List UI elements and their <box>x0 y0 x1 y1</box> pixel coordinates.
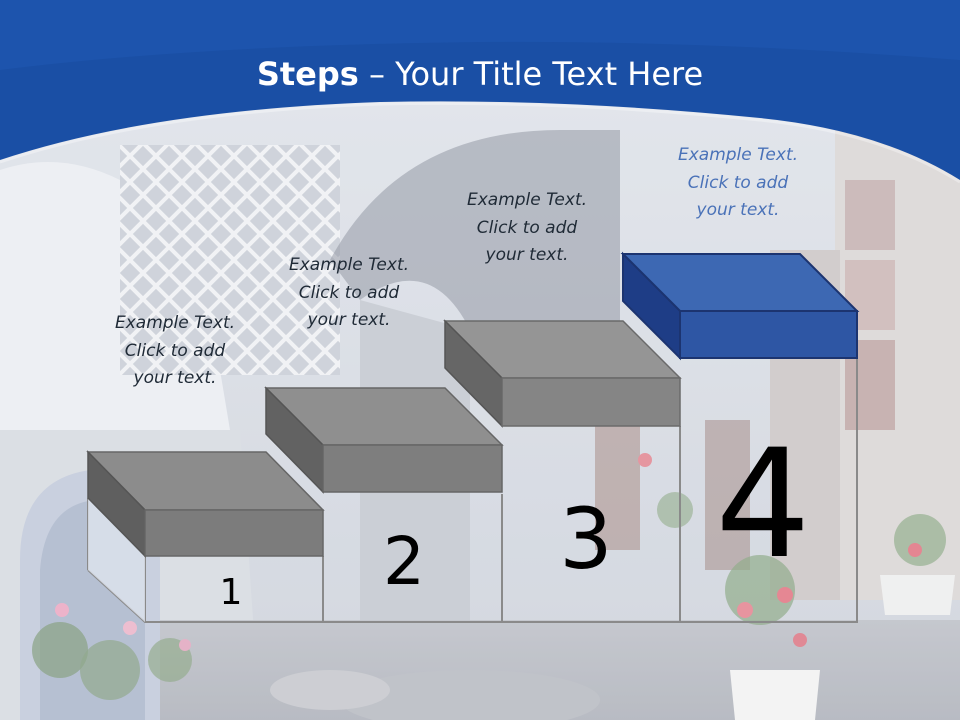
step-2-block[interactable] <box>264 386 504 494</box>
step-2-caption[interactable]: Example Text. Click to add your text. <box>259 252 439 335</box>
step-3-caption[interactable]: Example Text. Click to add your text. <box>437 187 617 270</box>
step-1-caption[interactable]: Example Text. Click to add your text. <box>85 310 265 393</box>
step-2-number: 2 <box>383 523 425 600</box>
caption-line: Click to add <box>476 217 578 238</box>
step-1-number: 1 <box>220 572 243 613</box>
caption-line: Click to add <box>298 282 400 303</box>
title-rest: – Your Title Text Here <box>358 55 704 93</box>
step-3-block[interactable] <box>443 319 682 428</box>
title-bold: Steps <box>256 55 359 93</box>
caption-line: Example Text. <box>114 313 236 333</box>
caption-line: your text. <box>307 310 391 330</box>
caption-line: your text. <box>696 200 780 220</box>
caption-line: Example Text. <box>466 190 588 210</box>
step-3-number: 3 <box>559 490 612 588</box>
slide-title[interactable]: Steps – Your Title Text Here <box>0 54 960 94</box>
step-4-block[interactable] <box>620 251 860 361</box>
step-4-caption[interactable]: Example Text. Click to add your text. <box>648 142 828 225</box>
caption-line: Click to add <box>687 172 789 193</box>
step-4-number: 4 <box>715 418 810 592</box>
caption-line: your text. <box>133 368 217 388</box>
step-1-block[interactable] <box>86 450 325 558</box>
caption-line: Example Text. <box>677 145 799 165</box>
step-1-side-face <box>88 498 145 622</box>
caption-line: Click to add <box>124 340 226 361</box>
caption-line: Example Text. <box>288 255 410 275</box>
caption-line: your text. <box>485 245 569 265</box>
